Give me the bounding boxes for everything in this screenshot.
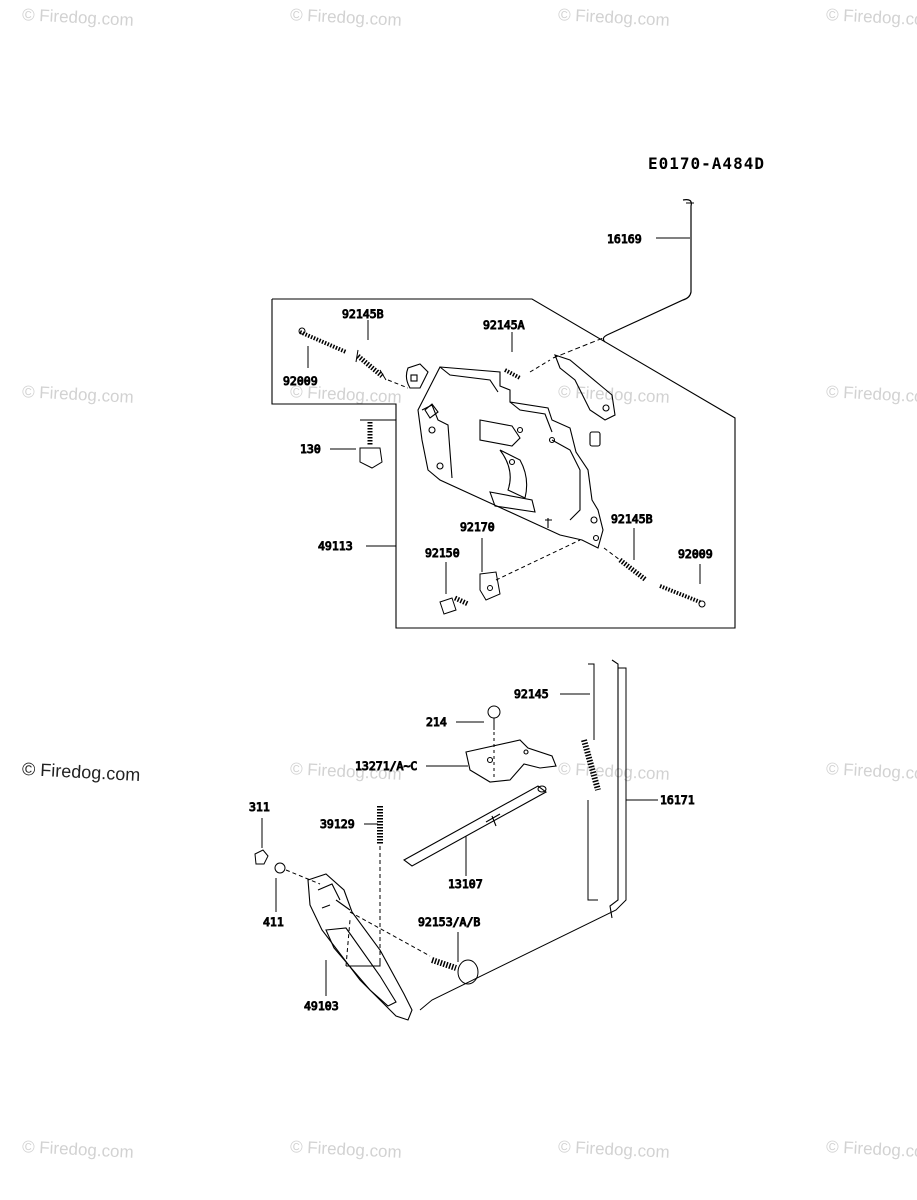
label-92170: 92170 xyxy=(460,520,495,534)
label-130: 130 xyxy=(300,442,321,456)
part-13107-shaft xyxy=(402,785,548,867)
part-92145B-spring-right xyxy=(603,547,648,582)
label-49113: 49113 xyxy=(318,539,353,553)
group-frame xyxy=(272,298,736,629)
diagram-code: E0170-A484D xyxy=(648,154,765,173)
part-92145B-spring-top xyxy=(355,349,409,389)
part-130-bolt xyxy=(359,422,383,469)
label-92153: 92153/A/B xyxy=(418,915,480,929)
part-13271-plate xyxy=(465,739,557,783)
label-92145B: 92145B xyxy=(342,307,384,321)
label-92145: 92145 xyxy=(514,687,549,701)
part-214-screw xyxy=(487,705,501,780)
label-16169: 16169 xyxy=(607,232,642,246)
label-13107: 13107 xyxy=(448,877,483,891)
label-411: 411 xyxy=(263,915,284,929)
part-39129-spring xyxy=(346,806,383,967)
part-92150-bolt xyxy=(439,595,470,615)
part-92145-rod xyxy=(581,663,601,901)
label-39129: 39129 xyxy=(320,817,355,831)
lower-frame xyxy=(419,667,627,1011)
label-92145A: 92145A xyxy=(483,318,525,332)
label-92145B: 92145B xyxy=(611,512,653,526)
part-92145A-spring xyxy=(504,359,551,380)
part-92009-screw-right xyxy=(659,584,706,608)
leader-lines xyxy=(261,237,701,996)
group-frame-inner xyxy=(271,299,397,420)
part-49103-lever xyxy=(307,873,413,1021)
part-311-nut xyxy=(254,849,269,865)
part-92170-clip xyxy=(479,539,581,601)
part-411-washer xyxy=(274,862,321,885)
part-92009-screw-top xyxy=(298,327,347,354)
label-92009: 92009 xyxy=(678,547,713,561)
part-16171-rod xyxy=(609,659,619,919)
part-throttle-lever xyxy=(554,354,616,447)
label-92150: 92150 xyxy=(425,546,460,560)
part-16169-rod xyxy=(552,199,694,359)
label-214: 214 xyxy=(426,715,447,729)
label-311: 311 xyxy=(249,800,270,814)
label-16171: 16171 xyxy=(660,793,695,807)
label-49103: 49103 xyxy=(304,999,339,1013)
part-92153-bolt xyxy=(349,911,479,985)
label-13271: 13271/A~C xyxy=(355,759,417,773)
label-92009: 92009 xyxy=(283,374,318,388)
part-49113-control-plate xyxy=(405,363,604,549)
